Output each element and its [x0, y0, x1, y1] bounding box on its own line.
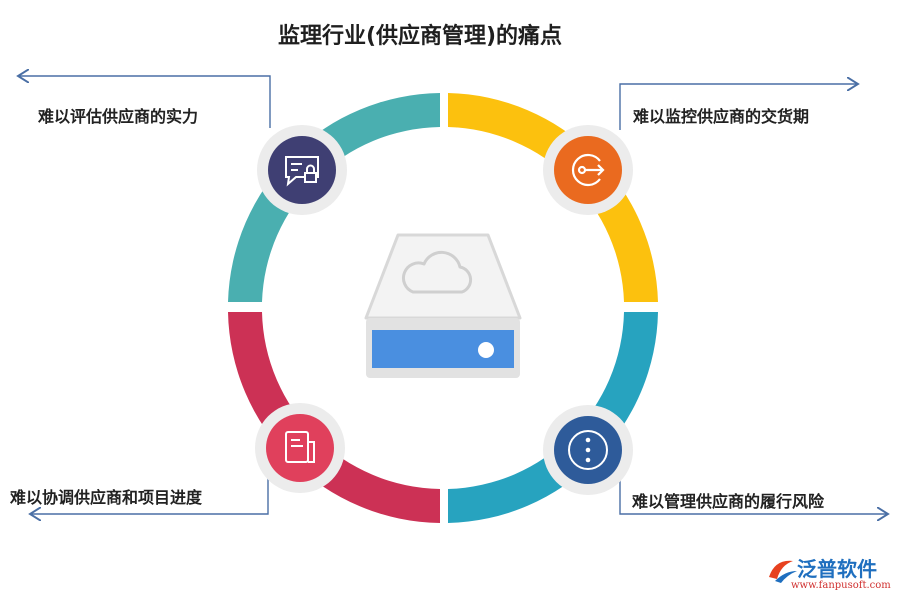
document-icon — [285, 431, 315, 463]
connector-bottom-right — [619, 470, 888, 514]
badge-monitor — [543, 125, 633, 215]
more-vertical-icon — [568, 430, 608, 470]
arrow-circle-icon — [571, 153, 605, 187]
brand-name: 泛普软件 — [797, 557, 877, 581]
pain-point-label-risk: 难以管理供应商的履行风险 — [632, 492, 825, 511]
page-title: 监理行业(供应商管理)的痛点 — [277, 24, 563, 49]
pain-point-label-evaluate: 难以评估供应商的实力 — [38, 107, 199, 126]
connector-bottom-left — [30, 465, 269, 514]
brand-swoosh-icon — [769, 560, 797, 583]
connector-top-right — [619, 84, 858, 130]
pain-point-label-monitor: 难以监控供应商的交货期 — [633, 107, 810, 126]
connector-top-left — [18, 76, 271, 128]
chat-lock-icon — [285, 156, 319, 187]
badge-evaluate — [257, 125, 347, 215]
cloud-storage-drive-icon — [364, 233, 522, 378]
badge-coordinate — [255, 403, 345, 493]
badge-risk — [543, 405, 633, 495]
pain-point-label-coordinate: 难以协调供应商和项目进度 — [10, 488, 203, 507]
brand-url: www.fanpusoft.com — [791, 580, 891, 591]
brand-logo: 泛普软件 www.fanpusoft.com — [765, 553, 897, 597]
